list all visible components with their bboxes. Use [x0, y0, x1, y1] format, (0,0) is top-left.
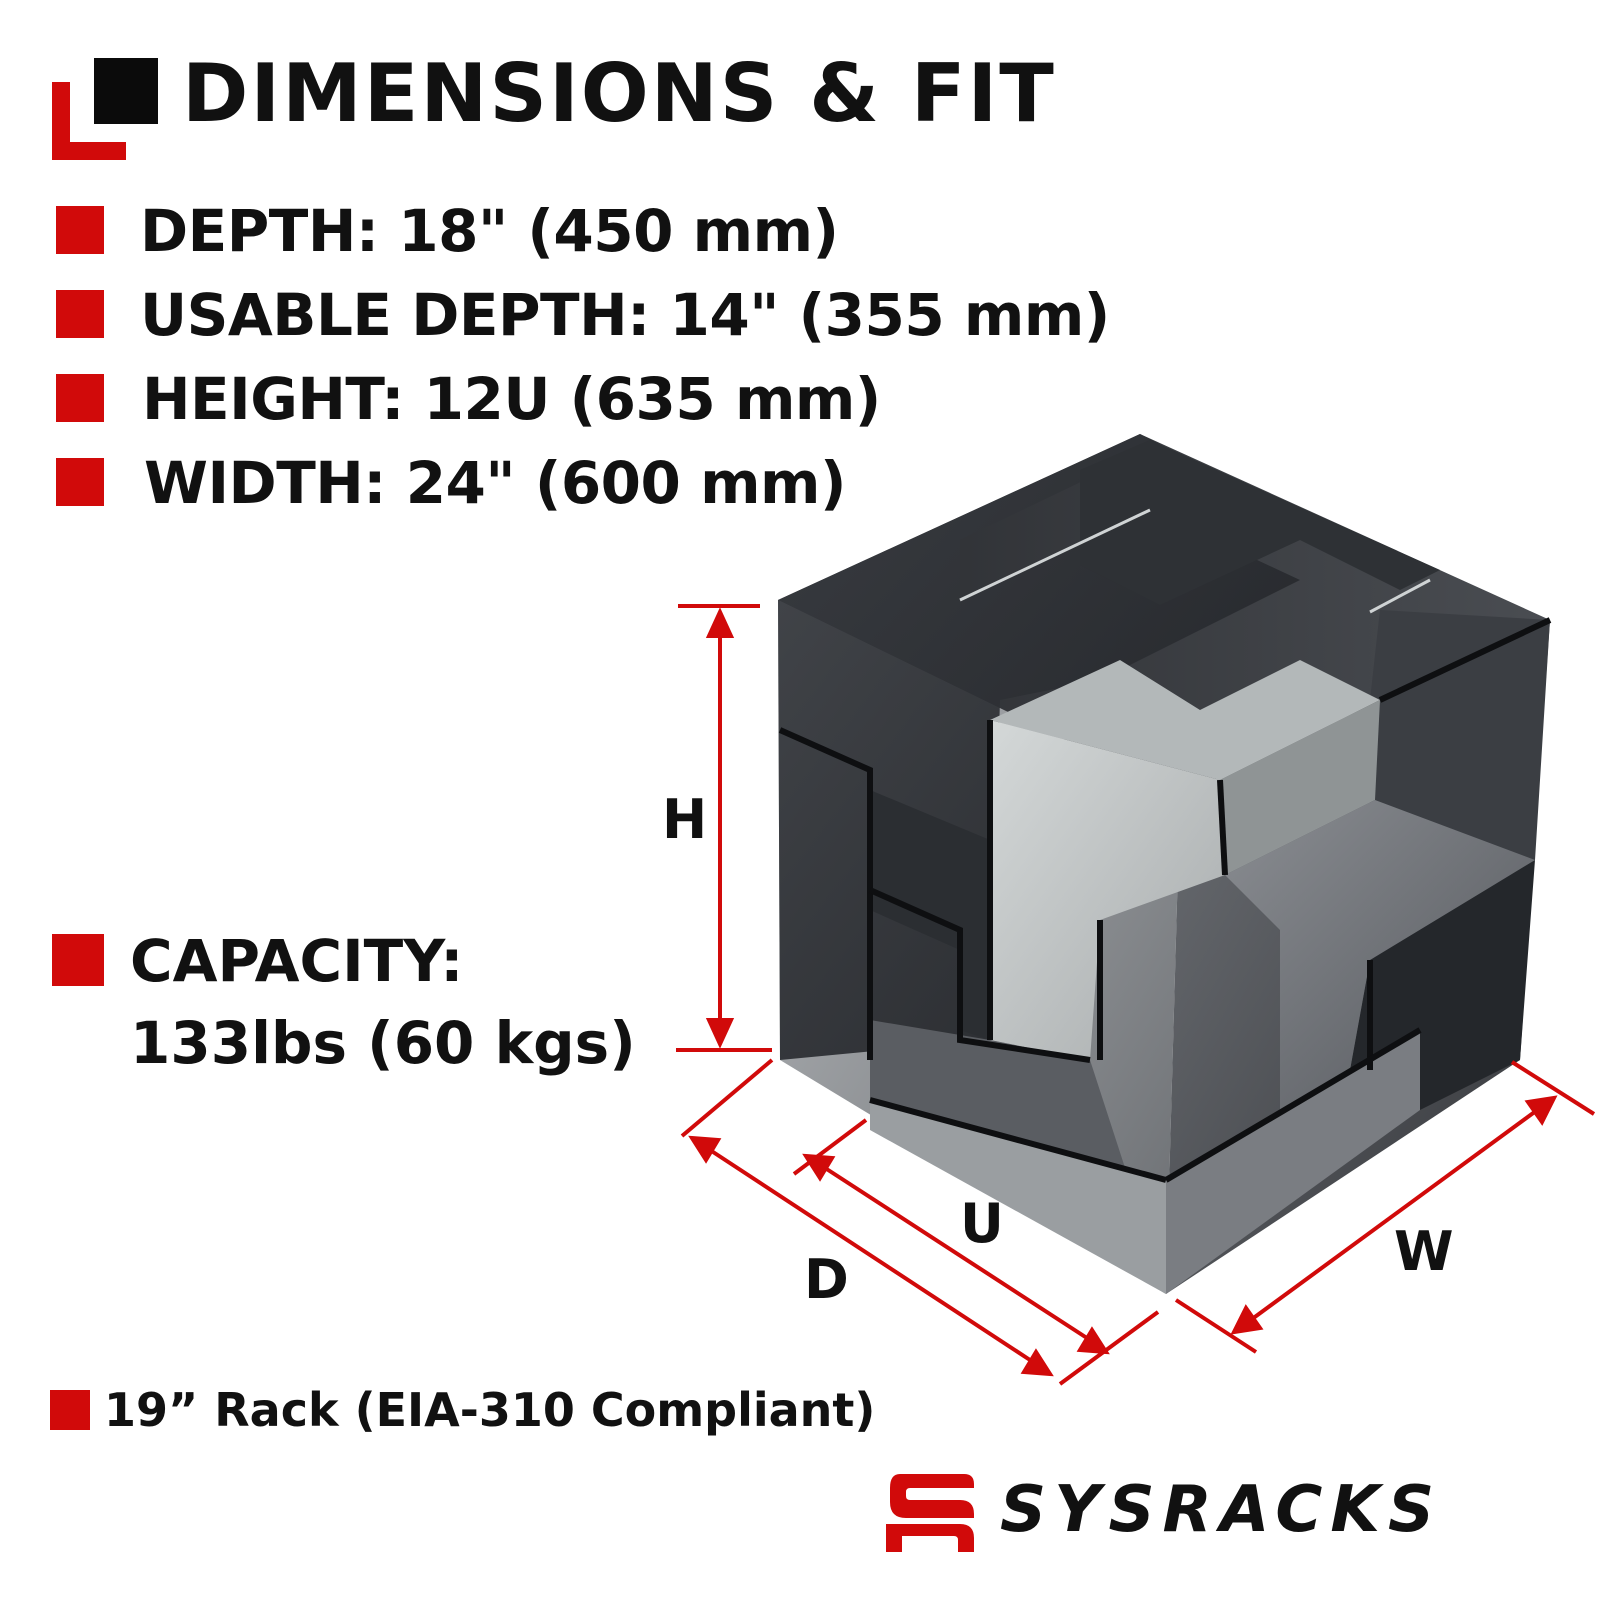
dimension-lines — [676, 604, 1596, 1386]
title-accent-square — [94, 58, 158, 124]
width-ext-left — [1174, 1298, 1258, 1354]
capacity-value: 133lbs (60 kgs) — [130, 1009, 636, 1077]
spec-bullet-depth — [56, 206, 104, 254]
dimension-label-usable-depth: U — [960, 1192, 1004, 1255]
puzzle-piece-light-side — [1220, 700, 1380, 875]
puzzle-seams — [778, 617, 1552, 1183]
usable-line — [820, 1164, 1092, 1342]
puzzle-piece-light-front — [990, 720, 1225, 1060]
depth-ext-right — [1058, 1310, 1160, 1386]
page-title: DIMENSIONS & FIT — [182, 47, 1056, 140]
rack-note: 19” Rack (EIA-310 Compliant) — [104, 1383, 876, 1437]
spec-usable-depth: USABLE DEPTH: 14" (355 mm) — [140, 281, 1110, 349]
depth-ext-left — [680, 1058, 774, 1138]
width-arrow-right — [1524, 1095, 1558, 1126]
depth-arrow-left — [688, 1135, 722, 1164]
capacity-label: CAPACITY: — [130, 927, 464, 995]
depth-arrow-right — [1020, 1348, 1054, 1377]
rack-note-bullet — [50, 1390, 90, 1430]
width-ext-right — [1510, 1060, 1596, 1116]
width-line — [1246, 1106, 1542, 1324]
capacity-bullet — [52, 934, 104, 986]
spec-bullet-width — [56, 458, 104, 506]
puzzle-piece-right-lower — [1350, 860, 1535, 1110]
dimension-label-width: W — [1394, 1220, 1454, 1283]
puzzle-piece-mid-bottom — [870, 1020, 1166, 1294]
dimension-label-height: H — [662, 788, 708, 851]
height-arrow-bottom — [705, 1018, 735, 1049]
puzzle-piece-top-right — [1080, 440, 1440, 605]
spec-bullet-usable-depth — [56, 290, 104, 338]
spec-bullet-height — [56, 374, 104, 422]
usable-arrow-right — [1076, 1326, 1110, 1355]
usable-arrow-left — [802, 1153, 836, 1182]
puzzle-piece-light-top — [990, 660, 1380, 780]
puzzle-highlights — [959, 508, 1431, 614]
dimension-label-depth: D — [804, 1248, 849, 1311]
brand-name: SYSRACKS — [1000, 1473, 1443, 1547]
height-arrow-top — [705, 607, 735, 638]
width-arrow-left — [1230, 1304, 1264, 1335]
title-accent-corner — [52, 82, 126, 160]
puzzle-piece-mid-right — [1225, 800, 1535, 1110]
sysracks-logo-mark — [886, 1474, 974, 1552]
depth-line — [708, 1148, 1032, 1362]
usable-ext-left — [792, 1118, 868, 1176]
spec-height: HEIGHT: 12U (635 mm) — [142, 365, 881, 433]
puzzle-piece-bottom-right — [1166, 1030, 1420, 1294]
spec-depth: DEPTH: 18" (450 mm) — [140, 197, 839, 265]
puzzle-piece-bottom-front — [870, 1100, 1166, 1294]
spec-width: WIDTH: 24" (600 mm) — [144, 449, 846, 517]
